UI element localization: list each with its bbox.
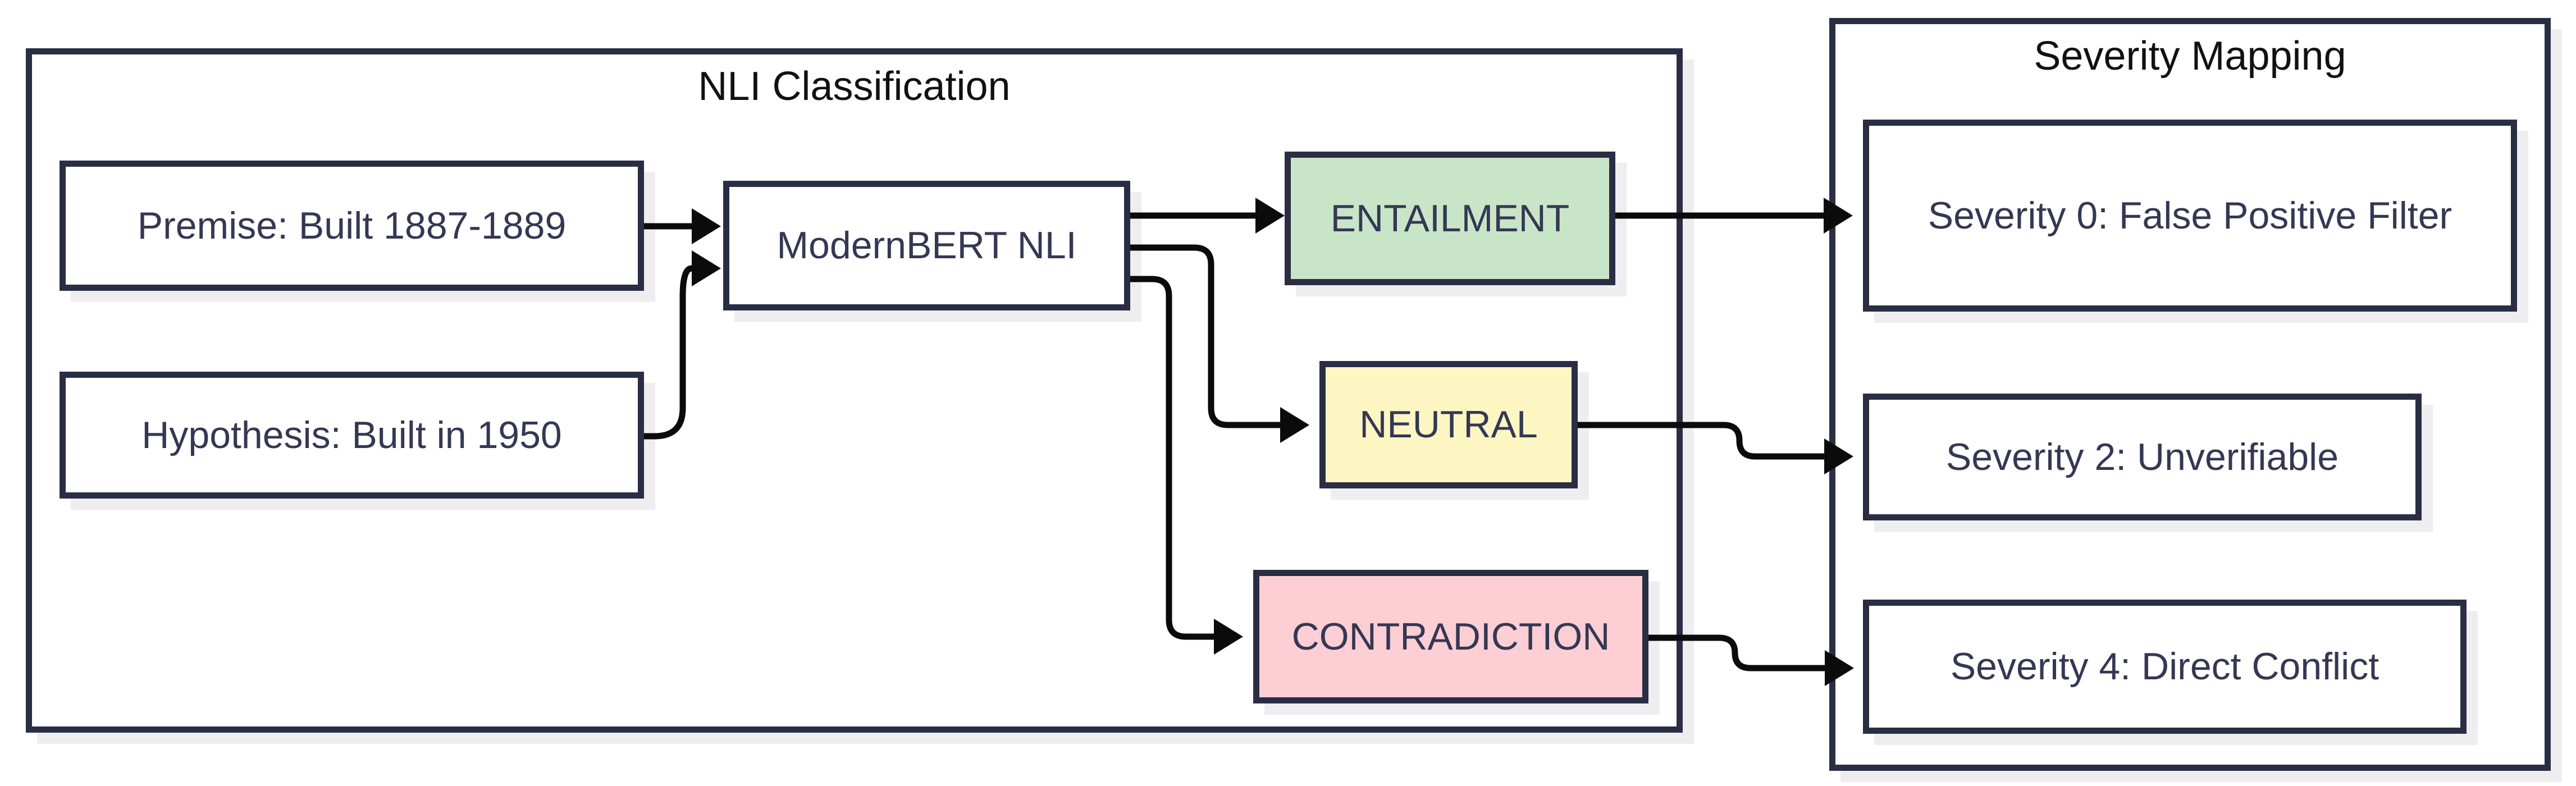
node-modernbert-nli-label: ModernBERT NLI — [777, 224, 1077, 267]
node-neutral: NEUTRAL — [1319, 361, 1578, 488]
node-severity-4-direct-conflict: Severity 4: Direct Conflict — [1863, 600, 2467, 734]
cluster-title-nli: NLI Classification — [698, 64, 1011, 109]
node-premise-label: Premise: Built 1887-1889 — [137, 204, 567, 247]
node-severity-0-false-positive-filter: Severity 0: False Positive Filter — [1863, 120, 2517, 312]
node-entailment: ENTAILMENT — [1285, 152, 1615, 285]
node-hypothesis: Hypothesis: Built in 1950 — [60, 372, 644, 499]
cluster-title-severity: Severity Mapping — [2034, 34, 2346, 79]
node-contradiction: CONTRADICTION — [1253, 570, 1648, 703]
node-severity-2-unverifiable: Severity 2: Unverifiable — [1863, 394, 2422, 520]
node-modernbert-nli: ModernBERT NLI — [723, 181, 1130, 310]
node-severity-4-label: Severity 4: Direct Conflict — [1950, 645, 2379, 688]
node-severity-2-label: Severity 2: Unverifiable — [1945, 435, 2339, 478]
node-hypothesis-label: Hypothesis: Built in 1950 — [141, 413, 562, 456]
node-entailment-label: ENTAILMENT — [1330, 196, 1570, 240]
node-premise: Premise: Built 1887-1889 — [60, 161, 644, 291]
node-neutral-label: NEUTRAL — [1359, 403, 1538, 446]
node-contradiction-label: CONTRADICTION — [1291, 615, 1610, 658]
node-severity-0-label: Severity 0: False Positive Filter — [1928, 194, 2452, 237]
